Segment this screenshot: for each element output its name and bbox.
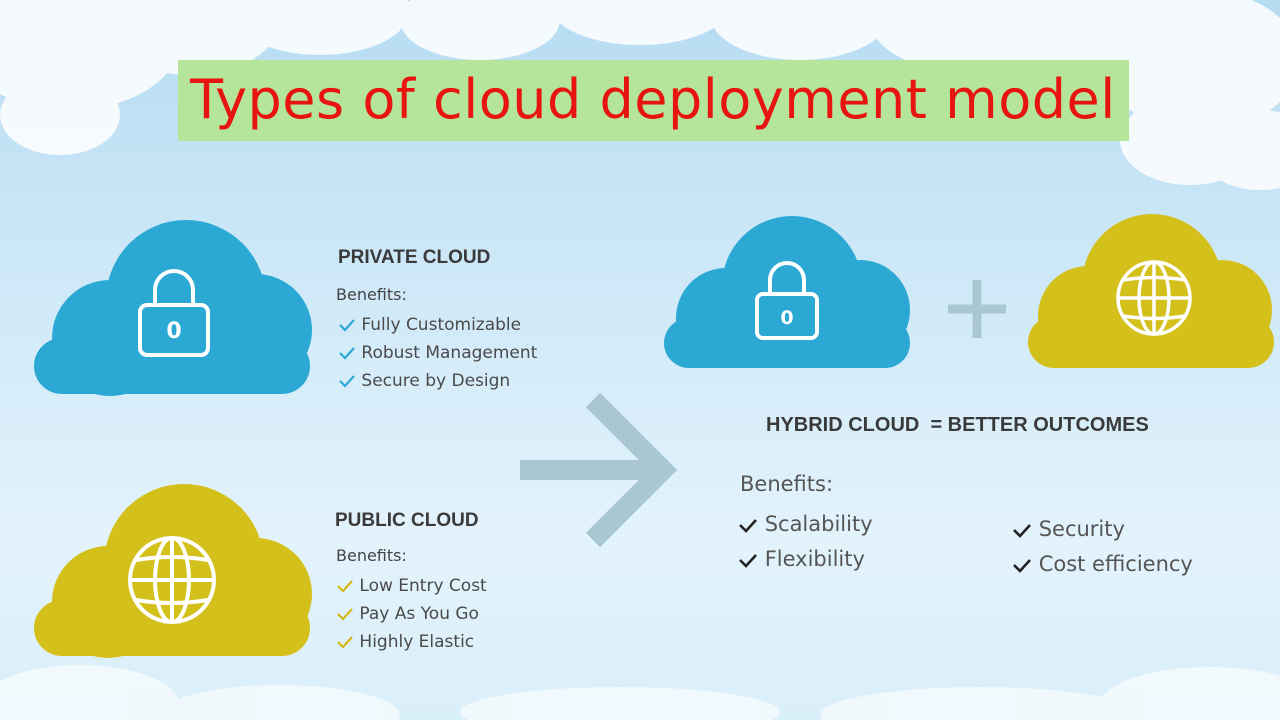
hybrid-public-cloud-graphic (1028, 214, 1274, 368)
private-cloud-benefits-list: Fully Customizable Robust Management Sec… (338, 311, 537, 395)
check-icon (739, 554, 757, 568)
hybrid-private-cloud-graphic: 0 (664, 216, 910, 368)
public-cloud-graphic (34, 484, 312, 658)
list-item: Scalability (738, 507, 873, 542)
list-item: Highly Elastic (336, 628, 487, 656)
hybrid-benefits-left-list: Scalability Flexibility (738, 507, 873, 577)
benefit-label: Scalability (764, 512, 873, 536)
check-icon (1013, 524, 1031, 538)
check-icon (339, 375, 355, 388)
globe-icon (128, 536, 216, 624)
svg-text:0: 0 (166, 319, 181, 344)
benefit-label: Pay As You Go (359, 604, 479, 624)
list-item: Cost efficiency (1012, 547, 1193, 582)
svg-text:0: 0 (780, 307, 793, 329)
benefit-label: Cost efficiency (1038, 552, 1193, 576)
check-icon (1013, 559, 1031, 573)
hybrid-cloud-heading: HYBRID CLOUD = BETTER OUTCOMES (766, 414, 1149, 436)
plus-icon (948, 280, 1006, 338)
list-item: Robust Management (338, 339, 537, 367)
check-icon (339, 347, 355, 360)
check-icon (337, 608, 353, 621)
page-title: Types of cloud deployment model (190, 68, 1116, 131)
list-item: Security (1012, 512, 1193, 547)
private-cloud-benefits-label: Benefits: (336, 285, 407, 304)
benefit-label: Security (1038, 517, 1125, 541)
public-cloud-benefits-label: Benefits: (336, 546, 407, 565)
globe-icon (1116, 260, 1192, 336)
arrow-right-icon (520, 392, 678, 548)
list-item: Low Entry Cost (336, 572, 487, 600)
public-cloud-heading: PUBLIC CLOUD (335, 510, 479, 531)
list-item: Fully Customizable (338, 311, 537, 339)
lock-icon (755, 261, 819, 340)
lock-icon (138, 269, 210, 357)
check-icon (337, 636, 353, 649)
hybrid-cloud-benefits-label: Benefits: (740, 472, 834, 496)
private-cloud-graphic: 0 (34, 220, 312, 396)
title-banner: Types of cloud deployment model (178, 60, 1129, 141)
hybrid-benefits-right-list: Security Cost efficiency (1012, 512, 1193, 582)
check-icon (739, 519, 757, 533)
private-cloud-heading: PRIVATE CLOUD (338, 247, 491, 268)
check-icon (337, 580, 353, 593)
list-item: Secure by Design (338, 367, 537, 395)
list-item: Pay As You Go (336, 600, 487, 628)
public-cloud-benefits-list: Low Entry Cost Pay As You Go Highly Elas… (336, 572, 487, 656)
benefit-label: Robust Management (361, 343, 538, 363)
check-icon (339, 319, 355, 332)
list-item: Flexibility (738, 542, 873, 577)
benefit-label: Secure by Design (361, 371, 511, 391)
benefit-label: Low Entry Cost (359, 576, 487, 596)
benefit-label: Flexibility (764, 547, 865, 571)
benefit-label: Highly Elastic (359, 632, 475, 652)
benefit-label: Fully Customizable (361, 315, 522, 335)
